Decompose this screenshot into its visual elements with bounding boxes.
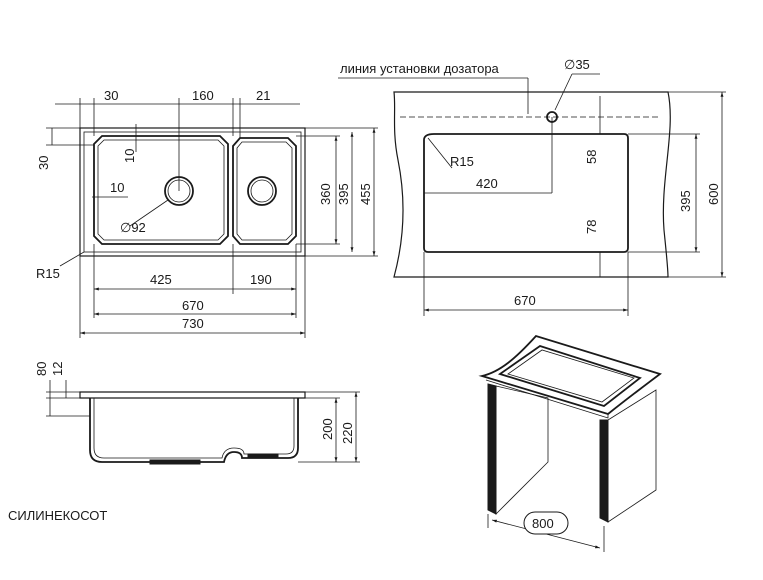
- dim-92-diameter: ∅92: [120, 220, 146, 235]
- dim-35-diameter: ∅35: [564, 57, 590, 72]
- watermark: СИЛИНЕКОСОТ: [8, 508, 107, 523]
- dim-10-horizontal: 10: [110, 180, 124, 195]
- dim-190: 190: [250, 272, 272, 287]
- dim-80: 80: [34, 362, 49, 376]
- dim-730: 730: [182, 316, 204, 331]
- top-view: 30 160 21 30 10 10 ∅92 R15 425 190 670 7…: [36, 88, 378, 338]
- dim-455: 455: [358, 183, 373, 205]
- dim-420: 420: [476, 176, 498, 191]
- dim-670-top: 670: [182, 298, 204, 313]
- dim-395-top: 395: [336, 183, 351, 205]
- cabinet-top-slab: [478, 334, 662, 415]
- cutout-rectangle: [423, 133, 629, 253]
- cabinet-sink-opening: [497, 345, 642, 407]
- sink-outer-rim: [79, 127, 306, 257]
- side-profile-rim: [79, 391, 306, 399]
- dim-395-cutout: 395: [678, 190, 693, 212]
- side-profile-body: [89, 398, 299, 463]
- dim-360: 360: [318, 183, 333, 205]
- dim-800-box: [523, 511, 569, 535]
- dim-30-left: 30: [36, 156, 51, 170]
- dispenser-label: линия установки дозатора: [340, 61, 500, 76]
- radius-15-top: R15: [36, 266, 60, 281]
- dim-21: 21: [256, 88, 270, 103]
- dim-30-top: 30: [104, 88, 118, 103]
- main-bowl-outline: [93, 135, 229, 245]
- dim-78: 78: [584, 220, 599, 234]
- radius-15-cutout: R15: [450, 154, 474, 169]
- dim-800: 800: [532, 516, 554, 531]
- drain-small: [247, 176, 277, 206]
- small-bowl-outline: [232, 137, 297, 245]
- cutout-view: линия установки дозатора ∅35 R15 420 58 …: [338, 57, 726, 316]
- dim-600: 600: [706, 183, 721, 205]
- dim-160: 160: [192, 88, 214, 103]
- dim-220: 220: [340, 422, 355, 444]
- side-view: 80 12 200 220: [34, 362, 360, 465]
- cabinet-left-panel: [487, 383, 497, 515]
- cabinet-view: 800: [478, 334, 662, 552]
- dim-12: 12: [50, 362, 65, 376]
- dim-200: 200: [320, 418, 335, 440]
- dim-58: 58: [584, 150, 599, 164]
- dim-425: 425: [150, 272, 172, 287]
- cabinet-right-panel: [599, 419, 609, 523]
- dim-670-cutout: 670: [514, 293, 536, 308]
- dim-10-vertical: 10: [122, 149, 137, 163]
